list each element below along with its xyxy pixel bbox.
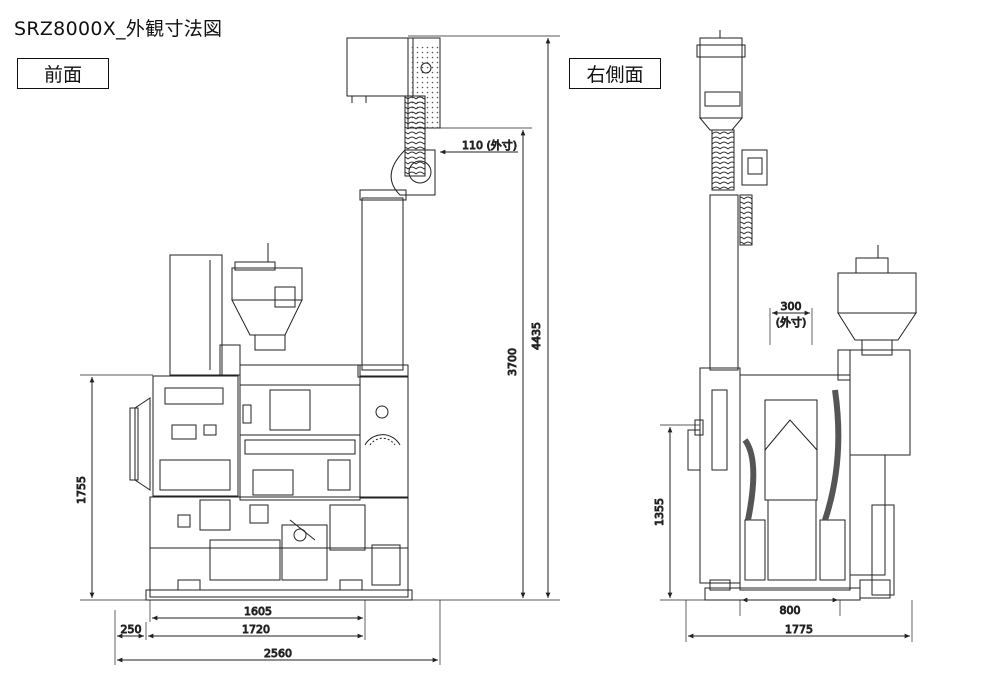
- dim-width-250: 250: [121, 623, 142, 636]
- dim-hopper-width-note: (外寸): [776, 315, 807, 329]
- side-view-dimensions: [660, 308, 913, 642]
- dim-hopper-width: 300: [781, 300, 802, 313]
- dim-width-800: 800: [780, 604, 801, 617]
- front-view-label: 前面: [17, 58, 109, 89]
- dim-width-1720: 1720: [242, 623, 270, 636]
- dim-side-body-height: 1355: [653, 498, 666, 526]
- dim-width-2560: 2560: [264, 647, 292, 660]
- side-view-machine: [687, 30, 917, 601]
- dim-elevator-offset: 110 (外寸): [462, 138, 517, 152]
- dim-elevator-height: 3700: [506, 348, 519, 376]
- dim-width-1605: 1605: [244, 605, 272, 618]
- document-title: SRZ8000X_外観寸法図: [14, 18, 223, 40]
- side-view-label: 右側面: [569, 58, 661, 89]
- dim-total-height: 4435: [530, 322, 543, 350]
- dim-front-body-height: 1755: [75, 476, 88, 504]
- dim-width-1775: 1775: [785, 623, 813, 636]
- front-view-machine: [129, 37, 441, 601]
- front-view-dimensions: [80, 35, 560, 665]
